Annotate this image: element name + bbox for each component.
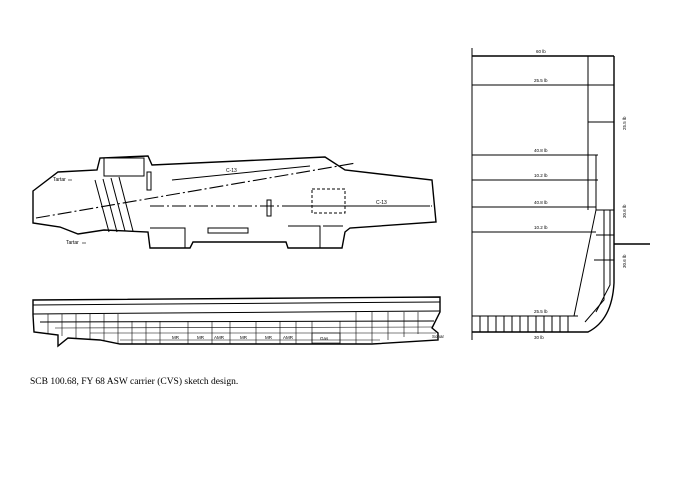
aux-machinery-room-label: AMR xyxy=(214,335,225,340)
arresting-wire xyxy=(110,177,126,232)
side-bulkhead-mid xyxy=(584,210,605,323)
hull-profile xyxy=(32,296,441,348)
double-bottom-floors xyxy=(479,316,569,332)
flight-deck-outline xyxy=(32,155,437,249)
aux-machinery-room-label: AMR xyxy=(283,335,294,340)
plating-label: 25.5 lb xyxy=(534,78,548,83)
side-bulkhead-outer xyxy=(595,210,611,313)
side-shell xyxy=(472,56,650,333)
machinery-room-label: MR xyxy=(172,335,180,340)
angled-deck-centerline xyxy=(35,162,357,219)
side-bulkhead-inner xyxy=(573,155,597,317)
deck-dashed-box xyxy=(311,188,346,214)
plating-label: 40.8 lb xyxy=(534,148,548,153)
plating-label: 10.2 lb xyxy=(534,225,548,230)
side-plating-label: 30.6 lb xyxy=(622,204,627,218)
hangar-deck-line xyxy=(32,310,441,315)
plating-label: 30 lb xyxy=(534,335,544,340)
elevator-port xyxy=(150,227,186,248)
third-deck-line xyxy=(54,326,433,329)
plating-label: 40.8 lb xyxy=(534,200,548,205)
plating-label: 10.2 lb xyxy=(534,173,548,178)
side-plating-label: 30.6 lb xyxy=(622,254,627,268)
machinery-room-label: MR xyxy=(265,335,273,340)
plating-label: 60 lb xyxy=(536,49,546,54)
deck-slot xyxy=(266,199,272,217)
figure-caption: SCB 100.68, FY 68 ASW carrier (CVS) sket… xyxy=(30,377,239,387)
deck-edge-slot xyxy=(207,227,249,234)
machinery-room-label: MR xyxy=(197,335,205,340)
gas-compartment xyxy=(311,332,341,344)
missile-label: Tartar xyxy=(66,240,79,246)
sonar-label: Sonar xyxy=(432,334,445,339)
side-plating-label: 25.5 lb xyxy=(622,116,627,130)
second-deck-line xyxy=(39,320,435,323)
catapult-label: C-13 xyxy=(226,168,237,174)
machinery-room-label: MR xyxy=(240,335,248,340)
plating-label: 25.5 lb xyxy=(534,309,548,314)
elevator-stbd-aft xyxy=(288,225,321,248)
midship-section: 60 lb 25.5 lb 40.8 lb 10.2 lb 40.8 lb 10… xyxy=(471,48,650,340)
gas-label: Gas xyxy=(320,336,329,341)
deck-slot xyxy=(146,171,152,191)
arresting-wire xyxy=(118,176,134,232)
catapult-track-waist xyxy=(171,165,311,181)
plan-view: C-13 C-13 Tartar Tartar xyxy=(32,155,437,249)
catapult-label: C-13 xyxy=(376,200,387,206)
arresting-wire xyxy=(94,179,110,233)
island xyxy=(103,157,145,177)
flight-deck-line xyxy=(32,301,441,306)
profile-view: MR MR AMR MR MR AMR Gas Sonar xyxy=(32,296,445,348)
missile-label: Tartar xyxy=(53,177,66,183)
bulkheads xyxy=(47,312,419,344)
